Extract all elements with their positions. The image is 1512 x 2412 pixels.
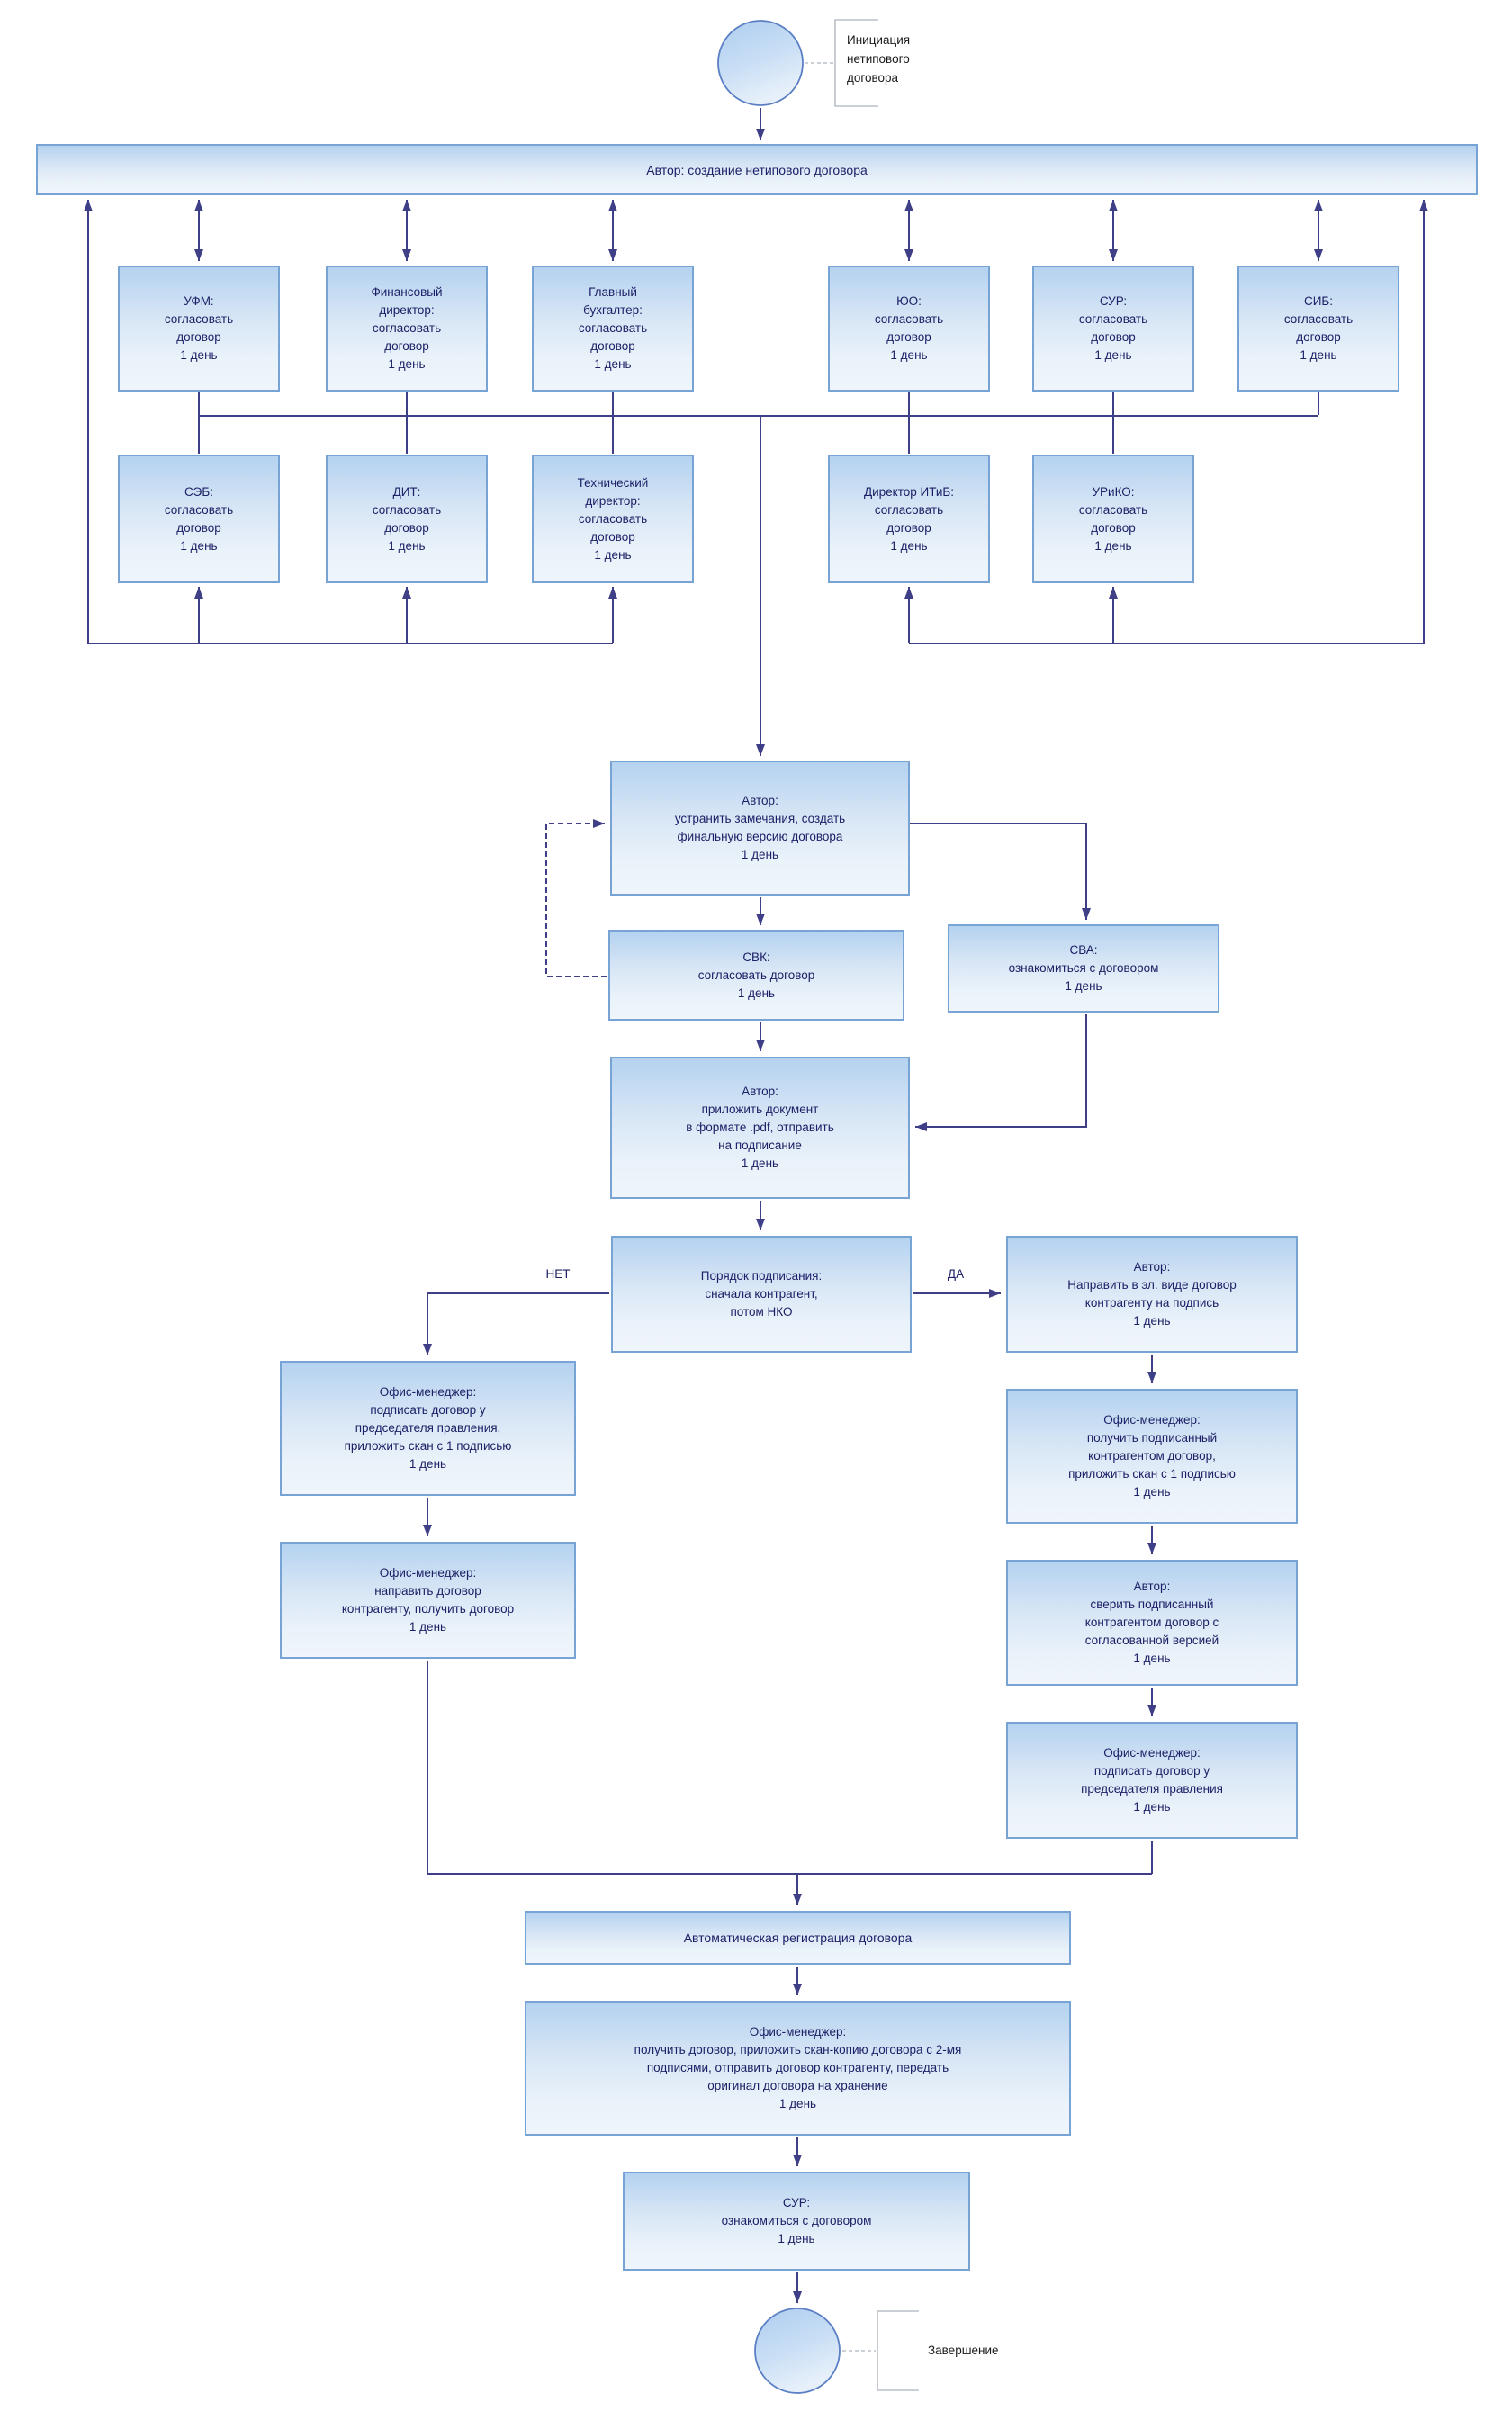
connector-decision-no bbox=[423, 1292, 609, 1355]
node-office-receive-signed[interactable]: Офис-менеджер: получить подписанный конт… bbox=[1006, 1389, 1298, 1524]
node-office-sign-chairman[interactable]: Офис-менеджер: подписать договор у предс… bbox=[1006, 1722, 1298, 1839]
node-office-sign-chairman-scan[interactable]: Офис-менеджер: подписать договор у предс… bbox=[280, 1361, 576, 1496]
node-author-send-electronic[interactable]: Автор: Направить в эл. виде договор конт… bbox=[1006, 1236, 1298, 1353]
node-author-create-bar[interactable]: Автор: создание нетипового договора bbox=[36, 144, 1478, 195]
start-circle[interactable] bbox=[717, 20, 804, 106]
node-auto-registration-bar[interactable]: Автоматическая регистрация договора bbox=[525, 1911, 1071, 1965]
node-author-attach-pdf[interactable]: Автор: приложить документ в формате .pdf… bbox=[610, 1057, 910, 1199]
node-ufm[interactable]: УФМ: согласовать договор 1 день bbox=[118, 266, 280, 392]
node-sur-approve[interactable]: СУР: согласовать договор 1 день bbox=[1032, 266, 1194, 392]
node-decision-signing-order[interactable]: Порядок подписания: сначала контрагент, … bbox=[611, 1236, 912, 1353]
node-dit[interactable]: ДИТ: согласовать договор 1 день bbox=[326, 454, 488, 583]
node-chief-accountant[interactable]: Главный бухгалтер: согласовать договор 1… bbox=[532, 266, 694, 392]
node-uriko[interactable]: УРиКО: согласовать договор 1 день bbox=[1032, 454, 1194, 583]
node-tech-director[interactable]: Технический директор: согласовать догово… bbox=[532, 454, 694, 583]
node-sur-review[interactable]: СУР: ознакомиться с договором 1 день bbox=[623, 2172, 970, 2271]
node-seb[interactable]: СЭБ: согласовать договор 1 день bbox=[118, 454, 280, 583]
node-sva[interactable]: СВА: ознакомиться с договором 1 день bbox=[948, 924, 1220, 1012]
node-author-verify-signed[interactable]: Автор: сверить подписанный контрагентом … bbox=[1006, 1560, 1298, 1686]
node-svk[interactable]: СВК: согласовать договор 1 день bbox=[608, 930, 904, 1021]
end-annotation-bracket bbox=[877, 2310, 919, 2391]
node-office-final-processing[interactable]: Офис-менеджер: получить договор, приложи… bbox=[525, 2001, 1071, 2136]
connector-fix-sva bbox=[910, 823, 1091, 920]
connector-svk-feedback-dashed bbox=[545, 819, 607, 977]
end-annotation-label: Завершение bbox=[928, 2344, 999, 2357]
start-annotation-label: Инициация нетипового договора bbox=[847, 33, 911, 85]
node-sib[interactable]: СИБ: согласовать договор 1 день bbox=[1238, 266, 1400, 392]
branch-label-yes: ДА bbox=[947, 1267, 965, 1281]
node-fin-director[interactable]: Финансовый директор: согласовать договор… bbox=[326, 266, 488, 392]
node-author-fix-remarks[interactable]: Автор: устранить замечания, создать фина… bbox=[610, 760, 910, 896]
node-office-send-contractor[interactable]: Офис-менеджер: направить договор контраг… bbox=[280, 1542, 576, 1659]
branch-label-no: НЕТ bbox=[545, 1267, 571, 1281]
start-annotation-bracket bbox=[834, 19, 878, 107]
node-yuo[interactable]: ЮО: согласовать договор 1 день bbox=[828, 266, 990, 392]
connector-sva-attach bbox=[915, 1014, 1087, 1131]
node-itib-director[interactable]: Директор ИТиБ: согласовать договор 1 ден… bbox=[828, 454, 990, 583]
end-circle[interactable] bbox=[754, 2308, 841, 2394]
